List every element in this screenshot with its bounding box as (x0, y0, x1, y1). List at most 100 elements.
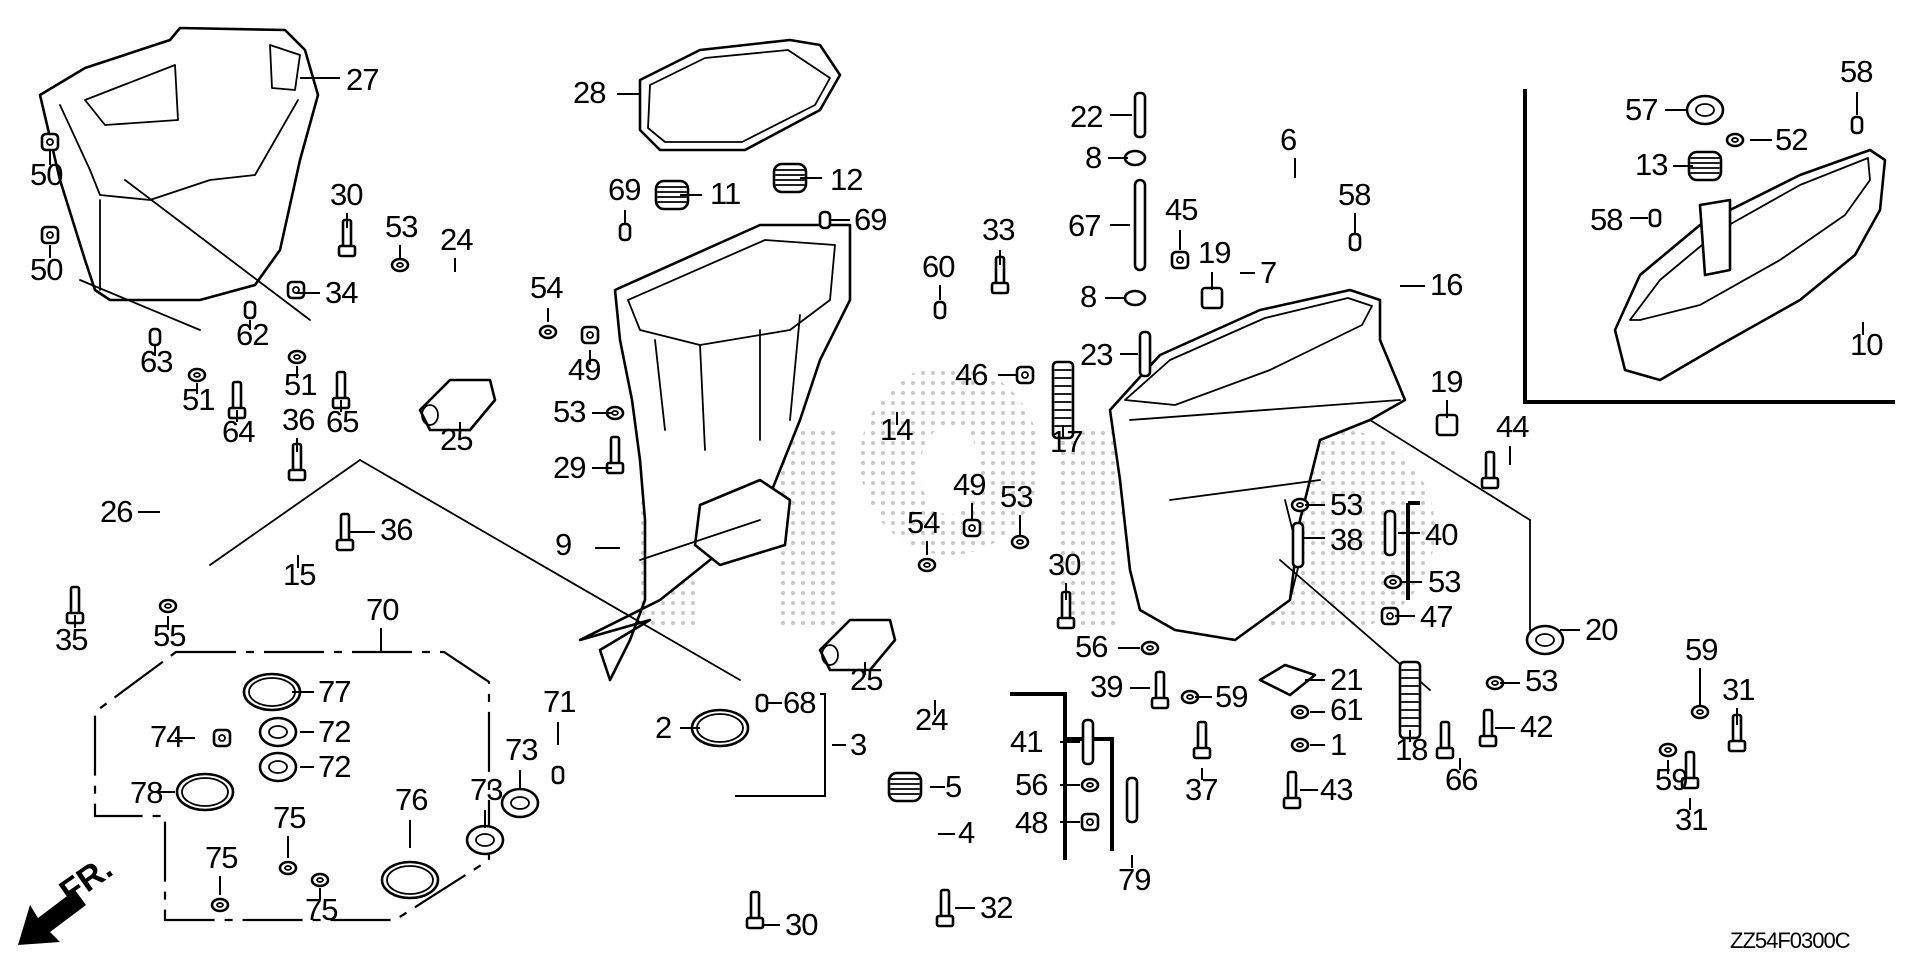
part-75a-washer (278, 860, 298, 876)
part-53c-washer (1010, 534, 1030, 550)
callout-79: 79 (1118, 862, 1150, 897)
callout-69b: 69 (854, 202, 886, 237)
part-53a-washer (390, 257, 410, 273)
callout-49a: 49 (568, 352, 600, 387)
part-28-gasket (638, 38, 842, 152)
callout-22: 22 (1070, 99, 1102, 134)
callout-75b: 75 (205, 840, 237, 875)
part-34-nut (286, 280, 306, 300)
callout-66: 66 (1445, 762, 1477, 797)
part-50b-nut (40, 225, 60, 245)
callout-42: 42 (1520, 709, 1552, 744)
callout-73b: 73 (470, 772, 502, 807)
part-13-coil (1687, 150, 1723, 182)
part-79-stud (1125, 776, 1139, 824)
part-9-extension-case (578, 223, 852, 682)
part-52-washer (1725, 132, 1745, 148)
callout-43: 43 (1320, 772, 1352, 807)
part-75c-washer (310, 872, 330, 888)
part-49a-nut (580, 325, 600, 345)
callout-25b: 25 (850, 662, 882, 697)
part-54b-washer (917, 557, 937, 573)
arrow-icon (18, 890, 86, 945)
callout-56a: 56 (1075, 629, 1107, 664)
callout-19a: 19 (1198, 235, 1230, 270)
callout-16: 16 (1430, 267, 1462, 302)
part-22-stud (1133, 91, 1147, 139)
part-39-bolt (1150, 670, 1170, 710)
callout-10: 10 (1850, 327, 1883, 362)
callout-53e: 53 (1428, 564, 1460, 599)
callout-39: 39 (1090, 669, 1122, 704)
part-61-washer (1290, 704, 1310, 720)
part-27-cover (38, 26, 320, 302)
part-48-nut (1080, 812, 1100, 832)
callout-59c: 59 (1655, 762, 1687, 797)
part-25b-block (818, 618, 897, 672)
callout-30b: 30 (1048, 547, 1081, 582)
callout-8b: 8 (1080, 279, 1096, 314)
callout-27: 27 (346, 62, 378, 97)
callout-78: 78 (130, 775, 162, 810)
callout-23: 23 (1080, 337, 1112, 372)
part-42-bolt (1478, 708, 1498, 748)
part-68-pin (755, 693, 769, 713)
part-10-housing (1613, 148, 1887, 382)
part-71-pin (551, 765, 565, 785)
callout-13: 13 (1635, 147, 1667, 182)
callout-52: 52 (1775, 122, 1807, 157)
callout-8a: 8 (1085, 140, 1101, 175)
part-43-bolt (1282, 770, 1302, 810)
callout-51b: 51 (284, 367, 316, 402)
callout-74: 74 (150, 719, 183, 754)
part-16-lower-unit (1108, 288, 1407, 642)
part-54a-washer (538, 324, 558, 340)
callout-60: 60 (922, 249, 955, 284)
callout-75a: 75 (273, 800, 305, 835)
callout-37: 37 (1185, 772, 1217, 807)
part-69b-pin (818, 210, 832, 230)
callout-62: 62 (236, 317, 268, 352)
callout-20: 20 (1585, 612, 1618, 647)
callout-49b: 49 (953, 467, 985, 502)
part-30a-bolt (337, 218, 357, 258)
part-57-disc (1685, 94, 1725, 126)
callout-59b: 59 (1685, 632, 1717, 667)
callout-50b: 50 (30, 252, 63, 287)
callout-14: 14 (880, 412, 913, 447)
callout-33: 33 (982, 212, 1014, 247)
part-49b-nut (962, 518, 982, 538)
callout-11: 11 (710, 176, 740, 211)
part-51a-washer (187, 367, 207, 383)
part-55-washer (158, 598, 178, 614)
part-23-stud (1138, 330, 1152, 378)
part-47-nut (1380, 606, 1400, 626)
part-8b-clip (1123, 289, 1147, 307)
callout-17: 17 (1050, 424, 1082, 459)
callout-67: 67 (1068, 208, 1100, 243)
callout-2: 2 (655, 710, 671, 745)
part-53e-washer (1383, 574, 1403, 590)
callout-50a: 50 (30, 157, 63, 192)
part-59c-washer (1658, 742, 1678, 758)
callout-5: 5 (945, 769, 961, 804)
part-20-disc (1525, 624, 1565, 656)
callout-45: 45 (1165, 192, 1197, 227)
callout-6: 6 (1280, 122, 1296, 157)
part-30b-bolt (1056, 590, 1076, 630)
callout-15: 15 (283, 557, 315, 592)
part-38-stud (1291, 521, 1305, 569)
part-75b-washer (210, 897, 230, 913)
callout-30c: 30 (785, 907, 818, 942)
callout-53c: 53 (1000, 479, 1032, 514)
callout-76: 76 (395, 782, 427, 817)
callout-48: 48 (1015, 805, 1047, 840)
callout-38: 38 (1330, 522, 1362, 557)
callout-68: 68 (783, 685, 815, 720)
part-17-grid (1051, 360, 1075, 440)
callout-59a: 59 (1215, 679, 1247, 714)
part-72b-disc (258, 751, 298, 783)
diagram-code: ZZ54F0300C (1730, 928, 1851, 953)
callout-34: 34 (325, 275, 358, 310)
